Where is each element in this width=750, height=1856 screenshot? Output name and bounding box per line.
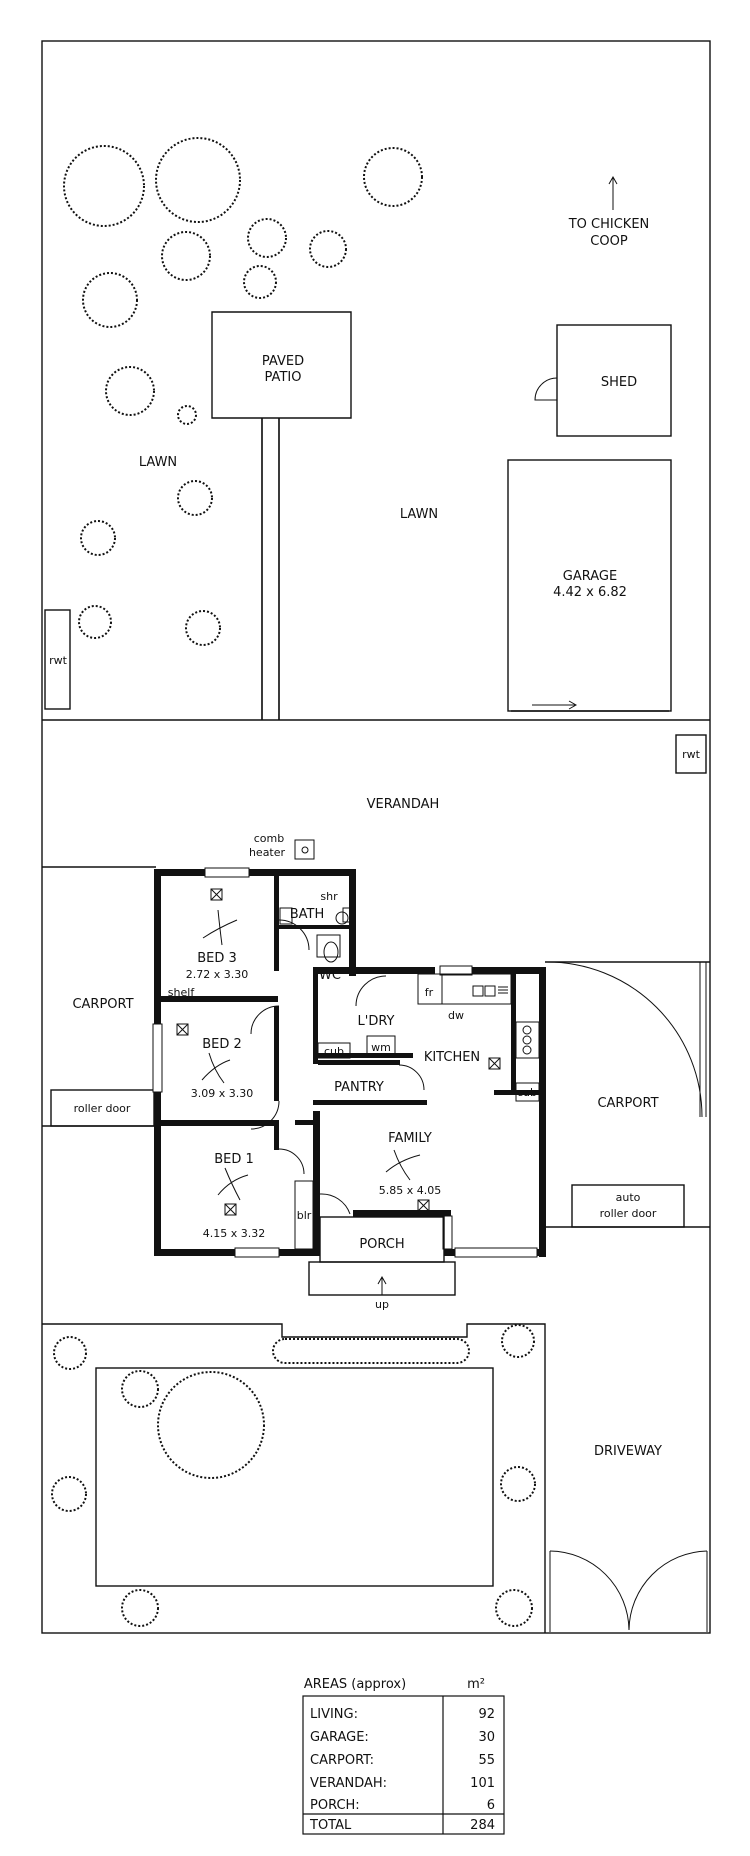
bed3-dims: 2.72 x 3.30 (186, 968, 249, 981)
bed1-label: BED 1 (214, 1152, 254, 1167)
front-trees (51, 1324, 536, 1627)
garage-dims: 4.42 x 6.82 (553, 585, 627, 600)
cooktop (515, 1021, 540, 1059)
wc-label: WC (319, 968, 341, 983)
shr-label: shr (320, 890, 338, 903)
area-row-name: CARPORT: (310, 1753, 374, 1768)
shed-label: SHED (601, 375, 637, 390)
shed-door (534, 377, 558, 401)
windows (152, 867, 538, 1258)
bed2-label: BED 2 (202, 1037, 242, 1052)
cub2-box (515, 1082, 540, 1102)
area-row-name: PORCH: (310, 1798, 360, 1813)
wm-box (366, 1035, 396, 1057)
family-fan-icon (385, 1149, 421, 1181)
carport-left-label: CARPORT (72, 997, 133, 1012)
family-label: FAMILY (388, 1131, 432, 1146)
porch (319, 1216, 445, 1263)
pantry-label: PANTRY (334, 1080, 384, 1095)
area-row-name: GARAGE: (310, 1730, 369, 1745)
rwt-tank-left (44, 609, 71, 710)
driveway-gate-left (549, 1550, 630, 1631)
sink-icon (472, 985, 484, 997)
dw-label: dw (448, 1009, 464, 1022)
carport-right-label: CARPORT (597, 1096, 658, 1111)
rwt-tank-right (675, 734, 707, 774)
shelf-label: shelf (168, 986, 196, 999)
areas-table: AREAS (approx) m² LIVING: 92 GARAGE: 30 … (302, 1677, 505, 1835)
blr-label: blr (297, 1209, 312, 1222)
hedge (272, 1338, 470, 1364)
area-row-value: 30 (478, 1730, 495, 1745)
lawn-right-label: LAWN (400, 507, 438, 522)
paved-patio (211, 311, 352, 720)
front-yard-boundary (42, 1323, 546, 1633)
rear-trees (63, 137, 423, 646)
auto-roller-door-box (571, 1184, 685, 1228)
bench (441, 973, 512, 1005)
toilet-icon (323, 941, 339, 963)
bath-fixture (279, 907, 293, 925)
family-dims: 5.85 x 4.05 (379, 1184, 442, 1197)
door-swings (250, 919, 425, 1215)
bed2-dims: 3.09 x 3.30 (191, 1087, 254, 1100)
area-row-value: 55 (478, 1753, 495, 1768)
comb-heater-label-2: heater (249, 846, 286, 859)
area-row-value: 92 (478, 1707, 495, 1722)
front-lawn (95, 1367, 494, 1587)
burner-icon (522, 1025, 532, 1035)
lawn-left-label: LAWN (139, 455, 177, 470)
family-light (417, 1199, 430, 1212)
rwt-left-label: rwt (49, 654, 68, 667)
area-row-value: 6 (487, 1798, 495, 1813)
area-row-value: 101 (470, 1776, 495, 1791)
patio-label-2: PATIO (265, 370, 302, 385)
area-row-name: LIVING: (310, 1707, 358, 1722)
basin (335, 911, 349, 925)
porch-label: PORCH (359, 1237, 404, 1252)
auto-roller-label-2: roller door (600, 1207, 657, 1220)
area-row-name: VERANDAH: (310, 1776, 387, 1791)
comb-heater-label-1: comb (254, 832, 284, 845)
cub1-label: cub (324, 1045, 344, 1058)
bed2-light (176, 1023, 189, 1036)
driveway-label: DRIVEWAY (594, 1444, 662, 1459)
cub2-label: cub (517, 1086, 537, 1099)
bed2-fan-icon (201, 1052, 231, 1084)
kitchen-label: KITCHEN (424, 1050, 480, 1065)
blr-cupboard (294, 1180, 314, 1250)
area-total-value: 284 (470, 1818, 495, 1833)
area-total-label: TOTAL (309, 1818, 352, 1833)
areas-header: AREAS (approx) (304, 1677, 406, 1692)
wm-label: wm (371, 1041, 391, 1054)
up-label: up (375, 1298, 389, 1311)
bed3-fan-icon (202, 909, 238, 946)
bed3-light (210, 888, 223, 901)
wc-cistern (316, 934, 341, 958)
bath-label: BATH (290, 907, 325, 922)
cub1-box (317, 1042, 351, 1059)
rwt-right-label: rwt (682, 748, 701, 761)
driveway-gate-right (628, 1550, 708, 1631)
chicken-coop-label-2: COOP (590, 234, 628, 249)
garage-label: GARAGE (563, 569, 617, 584)
fr-label: fr (425, 986, 434, 999)
site-boundary (41, 40, 711, 1634)
bed3-label: BED 3 (197, 951, 237, 966)
auto-roller-label-1: auto (616, 1191, 641, 1204)
chicken-coop-label-1: TO CHICKEN (568, 217, 650, 232)
kitchen-light (488, 1057, 501, 1070)
carport-gate-arc (546, 961, 703, 1118)
comb-heater (294, 839, 315, 860)
patio-label-1: PAVED (262, 354, 304, 369)
bed1-light (224, 1203, 237, 1216)
bed1-fan-icon (217, 1167, 249, 1201)
ldry-label: L'DRY (358, 1014, 395, 1029)
verandah-label: VERANDAH (367, 797, 440, 812)
areas-unit: m² (467, 1677, 485, 1692)
roller-door-label: roller door (74, 1102, 131, 1115)
shed (556, 324, 672, 437)
bed1-dims: 4.15 x 3.32 (203, 1227, 266, 1240)
